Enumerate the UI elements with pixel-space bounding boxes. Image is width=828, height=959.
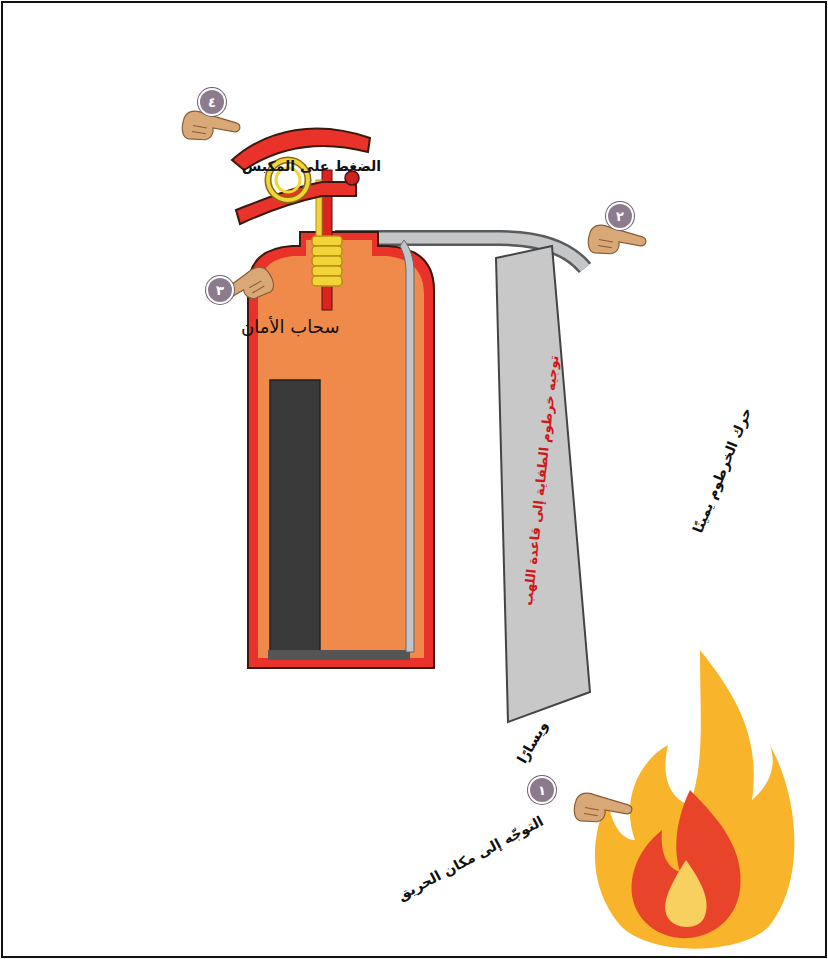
step-label: سحاب الأمان: [241, 316, 339, 337]
callout-number: ٤: [208, 96, 216, 109]
callout-circle: ٢: [606, 202, 634, 230]
callout-circle: ٣: [206, 276, 234, 304]
callout-number: ٣: [216, 284, 224, 297]
fire-flame: [595, 650, 795, 949]
callout-circle: ١: [528, 776, 556, 804]
pointing-hand: [572, 791, 633, 829]
callout-number: ٢: [616, 210, 624, 223]
discharge-horn: [496, 246, 590, 722]
cartridge: [270, 380, 320, 658]
pointing-hand: [214, 263, 278, 316]
callout-circle: ٤: [198, 88, 226, 116]
extinguisher-body: [248, 232, 434, 668]
callout-number: ١: [538, 784, 546, 797]
step-label: الضغط على المكبس: [242, 158, 381, 174]
